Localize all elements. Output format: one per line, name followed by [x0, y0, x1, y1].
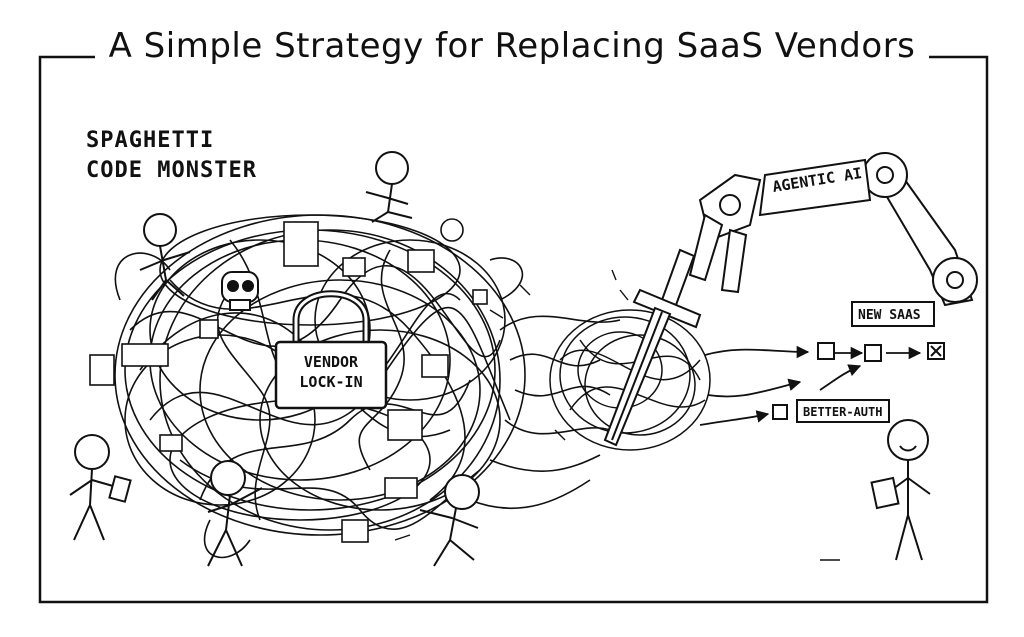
vendor-lock-label: VENDOR LOCK-IN	[281, 352, 381, 392]
monster-label-line2: CODE MONSTER	[86, 158, 257, 183]
better-auth-label: BETTER-AUTH	[803, 405, 883, 419]
output-arrows	[699, 345, 922, 426]
stressed-developers	[69, 151, 931, 567]
auth-small-box	[772, 404, 788, 420]
output-flow	[772, 301, 945, 423]
padlock-icon	[274, 290, 388, 410]
sword	[603, 248, 702, 447]
robot-arm	[688, 152, 978, 307]
debris-lines	[394, 269, 840, 561]
sticker-notes	[89, 218, 488, 543]
skull-icon	[221, 271, 259, 311]
flow-box-2	[864, 344, 882, 362]
tangled-strands	[469, 315, 621, 509]
new-saas-tag	[851, 301, 935, 327]
monster-label: SPAGHETTI CODE MONSTER	[86, 126, 257, 186]
page-title: A Simple Strategy for Replacing SaaS Ven…	[0, 26, 1024, 66]
better-auth-tag	[796, 399, 890, 423]
lock-label-line1: VENDOR	[303, 353, 359, 371]
monster-label-line1: SPAGHETTI	[86, 128, 215, 153]
new-saas-label: NEW SAAS	[858, 308, 921, 323]
flow-box-1	[817, 342, 835, 360]
lock-label-line2: LOCK-IN	[299, 373, 363, 391]
